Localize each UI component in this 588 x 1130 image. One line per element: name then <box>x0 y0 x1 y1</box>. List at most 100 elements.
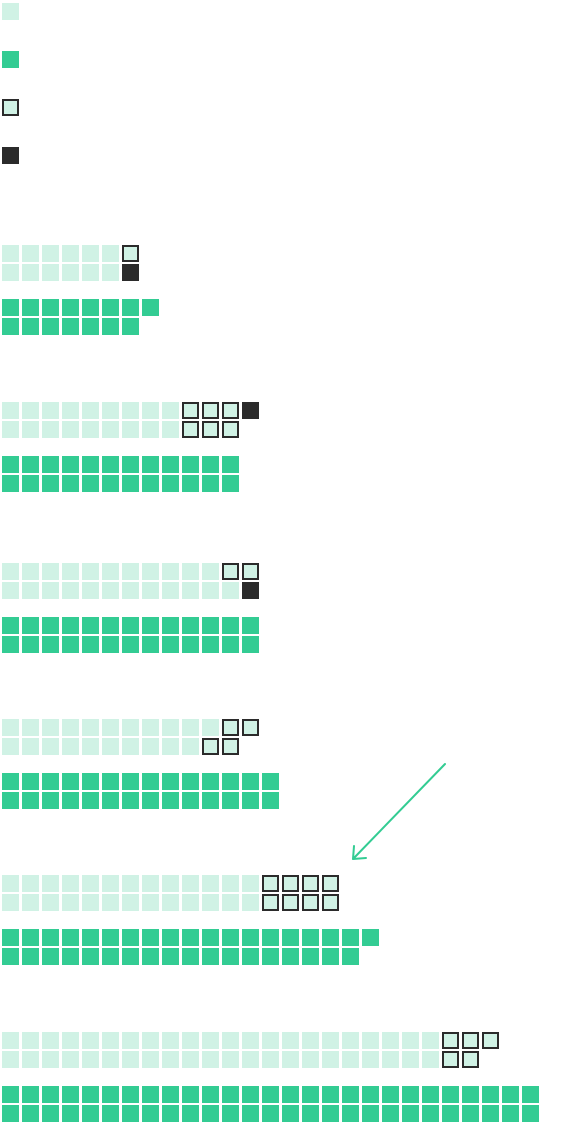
waffle-cell-green <box>182 1105 199 1122</box>
waffle-cell-green <box>102 475 119 492</box>
waffle-cell-light <box>422 1051 439 1068</box>
waffle-cell-light <box>2 264 19 281</box>
waffle-cell-green <box>62 1086 79 1103</box>
waffle-cell-green <box>482 1086 499 1103</box>
waffle-cell-light <box>202 894 219 911</box>
waffle-cell-dark <box>242 402 259 419</box>
waffle-cell-light <box>22 421 39 438</box>
waffle-cell-green <box>442 1105 459 1122</box>
waffle-cell-light <box>122 719 139 736</box>
waffle-cell-light <box>302 1051 319 1068</box>
waffle-cell-green <box>182 456 199 473</box>
waffle-cell-green <box>342 948 359 965</box>
waffle-cell-outline <box>202 402 219 419</box>
waffle-cell-green <box>2 456 19 473</box>
waffle-cell-green <box>202 636 219 653</box>
waffle-cell-light <box>142 1051 159 1068</box>
waffle-cell-green <box>102 636 119 653</box>
waffle-cell-light <box>2 402 19 419</box>
waffle-cell-light <box>2 719 19 736</box>
waffle-cell-green <box>182 636 199 653</box>
waffle-cell-green <box>142 773 159 790</box>
waffle-cell-light <box>202 582 219 599</box>
waffle-cell-light <box>402 1051 419 1068</box>
waffle-cell-dark <box>242 582 259 599</box>
waffle-cell-green <box>42 617 59 634</box>
waffle-cell-green <box>2 636 19 653</box>
waffle-cell-green <box>122 1105 139 1122</box>
waffle-cell-light <box>342 1032 359 1049</box>
waffle-cell-green <box>82 929 99 946</box>
waffle-cell-green <box>162 475 179 492</box>
waffle-cell-light <box>102 563 119 580</box>
waffle-cell-outline <box>282 875 299 892</box>
waffle-cell-light <box>162 582 179 599</box>
waffle-cell-light <box>22 402 39 419</box>
waffle-cell-green <box>182 792 199 809</box>
waffle-cell-light <box>2 1032 19 1049</box>
waffle-cell-green <box>22 456 39 473</box>
waffle-cell-green <box>42 636 59 653</box>
waffle-cell-light <box>142 894 159 911</box>
waffle-cell-light <box>102 1051 119 1068</box>
waffle-cell-green <box>102 1086 119 1103</box>
waffle-cell-green <box>22 929 39 946</box>
waffle-cell-green <box>2 929 19 946</box>
waffle-cell-light <box>202 563 219 580</box>
waffle-cell-green <box>102 617 119 634</box>
waffle-cell-outline <box>322 894 339 911</box>
waffle-cell-green <box>162 773 179 790</box>
waffle-cell-green <box>22 1086 39 1103</box>
waffle-cell-green <box>162 636 179 653</box>
waffle-cell-green <box>82 792 99 809</box>
waffle-cell-green <box>42 299 59 316</box>
waffle-cell-green <box>2 318 19 335</box>
waffle-cell-green <box>462 1105 479 1122</box>
waffle-cell-green <box>202 475 219 492</box>
waffle-cell-green <box>182 1086 199 1103</box>
waffle-cell-outline <box>462 1051 479 1068</box>
waffle-cell-green <box>402 1086 419 1103</box>
waffle-cell-green <box>222 456 239 473</box>
waffle-cell-light <box>122 1032 139 1049</box>
legend-swatch-outline <box>2 99 19 116</box>
waffle-cell-green <box>82 1086 99 1103</box>
waffle-cell-green <box>82 636 99 653</box>
waffle-cell-light <box>62 894 79 911</box>
waffle-cell-light <box>362 1032 379 1049</box>
waffle-cell-light <box>122 563 139 580</box>
waffle-cell-green <box>342 929 359 946</box>
waffle-groups <box>2 245 539 1122</box>
waffle-cell-green <box>2 617 19 634</box>
waffle-cell-green <box>42 792 59 809</box>
waffle-cell-light <box>102 719 119 736</box>
waffle-cell-green <box>122 929 139 946</box>
waffle-cell-green <box>82 773 99 790</box>
waffle-cell-light <box>82 894 99 911</box>
waffle-cell-light <box>322 1032 339 1049</box>
waffle-cell-green <box>202 1105 219 1122</box>
waffle-cell-outline <box>242 563 259 580</box>
waffle-cell-light <box>242 1051 259 1068</box>
waffle-cell-green <box>502 1105 519 1122</box>
waffle-cell-green <box>122 475 139 492</box>
waffle-cell-light <box>182 1051 199 1068</box>
waffle-cell-light <box>82 875 99 892</box>
waffle-cell-light <box>82 245 99 262</box>
waffle-cell-light <box>122 894 139 911</box>
waffle-cell-light <box>422 1032 439 1049</box>
waffle-cell-light <box>2 1051 19 1068</box>
waffle-cell-light <box>42 582 59 599</box>
waffle-cell-light <box>62 719 79 736</box>
waffle-cell-green <box>122 318 139 335</box>
waffle-cell-green <box>162 1105 179 1122</box>
waffle-cell-green <box>62 318 79 335</box>
waffle-cell-light <box>42 1051 59 1068</box>
waffle-cell-green <box>242 1105 259 1122</box>
waffle-cell-light <box>122 1051 139 1068</box>
waffle-cell-green <box>22 792 39 809</box>
waffle-cell-light <box>162 738 179 755</box>
waffle-cell-light <box>122 875 139 892</box>
waffle-cell-green <box>222 617 239 634</box>
